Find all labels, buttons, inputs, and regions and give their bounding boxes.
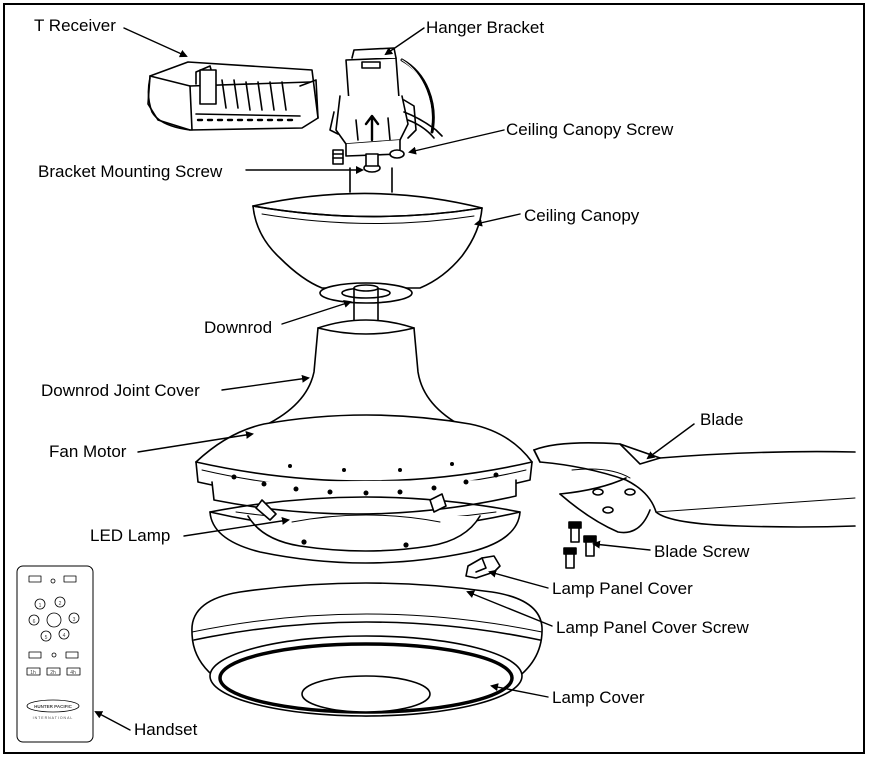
label-blade-screw: Blade Screw (654, 542, 750, 561)
label-ceiling-canopy-screw: Ceiling Canopy Screw (506, 120, 674, 139)
handset-key-label: 2 (59, 601, 62, 607)
handset-key-label: 4 (63, 633, 66, 639)
handset-timer-label: 1h (30, 670, 36, 676)
label-lamp-cover: Lamp Cover (552, 688, 645, 707)
downrod-part (353, 284, 379, 321)
handset-brand-sub: INTERNATIONAL (33, 716, 74, 720)
led-lamp-part (209, 493, 521, 564)
handset-timer-label: 4h (70, 670, 76, 676)
handset-key-label: 1 (39, 603, 42, 609)
label-t-receiver: T Receiver (34, 16, 116, 35)
label-bracket-mounting-screw: Bracket Mounting Screw (38, 162, 223, 181)
label-downrod: Downrod (204, 318, 273, 337)
label-downrod-joint-cover: Downrod Joint Cover (41, 381, 200, 400)
label-lamp-panel-cover-screw: Lamp Panel Cover Screw (556, 618, 749, 637)
blade-part (533, 442, 856, 534)
handset-key-label: 5 (45, 635, 48, 641)
label-lamp-panel-cover: Lamp Panel Cover (552, 579, 693, 598)
handset-part (16, 565, 94, 743)
handset-key-label: 3 (73, 617, 76, 623)
label-blade: Blade (700, 410, 744, 429)
ceiling-canopy-part (252, 167, 483, 304)
lamp-cover-part (191, 582, 543, 717)
label-led-lamp: LED Lamp (90, 526, 171, 545)
label-fan-motor: Fan Motor (49, 442, 127, 461)
t-receiver-part (147, 61, 319, 131)
leader-arrows (94, 27, 695, 731)
label-hanger-bracket: Hanger Bracket (426, 18, 545, 37)
handset-key-label: 6 (33, 619, 36, 625)
diagram-frame (3, 3, 865, 754)
label-ceiling-canopy: Ceiling Canopy (524, 206, 640, 225)
handset-brand: HUNTER PACIFIC (34, 704, 72, 709)
hanger-bracket-part (329, 47, 443, 173)
blade-screws-part (563, 521, 597, 569)
label-handset: Handset (134, 720, 198, 739)
handset-timer-label: 2h (50, 670, 56, 676)
